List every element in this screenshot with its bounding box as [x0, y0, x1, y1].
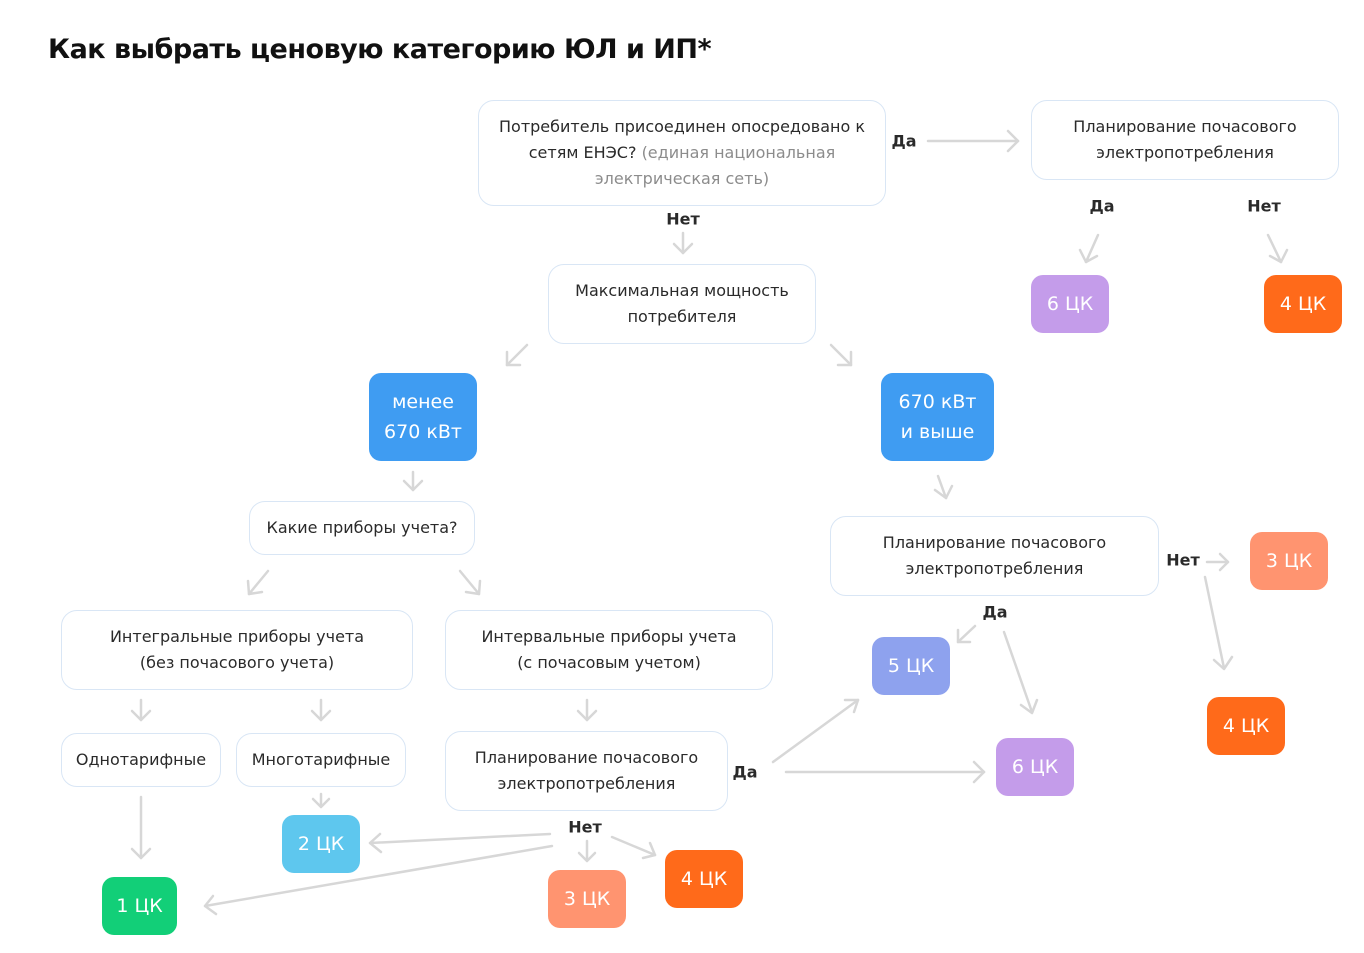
node-meters: Какие приборы учета?	[249, 501, 475, 555]
node-interval-text: Интервальные приборы учета (с почасовым …	[481, 627, 737, 672]
node-max-power: Максимальная мощность потребителя	[548, 264, 816, 344]
node-plan-top-text: Планирование почасового электропотреблен…	[1073, 117, 1297, 162]
result-6ck-text: 6 ЦК	[1011, 756, 1059, 778]
result-top-6ck: 6 ЦК	[1031, 275, 1109, 333]
arrow-no-2ck	[368, 832, 552, 845]
label-plan-right-yes: Да	[982, 602, 1008, 622]
page-title: Как выбрать ценовую категорию ЮЛ и ИП*	[48, 34, 712, 65]
result-3ck-text: 3 ЦК	[563, 888, 611, 910]
result-5ck: 5 ЦК	[872, 637, 950, 695]
result-right-4ck-text: 4 ЦК	[1222, 715, 1270, 737]
arrow-right-yes-5ck	[956, 624, 977, 644]
result-5ck-text: 5 ЦК	[887, 655, 935, 677]
node-interval: Интервальные приборы учета (с почасовым …	[445, 610, 773, 690]
node-integral-text: Интегральные приборы учета (без почасово…	[109, 627, 365, 672]
node-less-670-text: менее 670 кВт	[384, 391, 462, 443]
result-2ck: 2 ЦК	[282, 815, 360, 873]
node-enes-question: Потребитель присоединен опосредовано к с…	[478, 100, 886, 206]
result-4ck-text: 4 ЦК	[680, 868, 728, 890]
result-top-6ck-text: 6 ЦК	[1046, 293, 1094, 315]
node-meters-text: Какие приборы учета?	[266, 518, 458, 537]
label-enes-yes: Да	[891, 131, 917, 151]
label-plan-interval-no: Нет	[568, 817, 602, 837]
label-plan-top-yes: Да	[1089, 196, 1115, 216]
node-single-tariff: Однотарифные	[61, 733, 221, 787]
arrow-meters-interval	[458, 569, 481, 596]
arrow-power-less	[505, 343, 529, 367]
node-less-670: менее 670 кВт	[369, 373, 477, 461]
result-top-4ck: 4 ЦК	[1264, 275, 1342, 333]
node-plan-interval: Планирование почасового электропотреблен…	[445, 731, 728, 811]
node-multi-tariff: Многотарифные	[236, 733, 406, 787]
arrow-plan-top-no	[1266, 233, 1283, 264]
arrow-meters-integral	[247, 569, 270, 596]
label-plan-interval-yes: Да	[732, 762, 758, 782]
arrow-no-4ck	[610, 835, 657, 857]
result-4ck: 4 ЦК	[665, 850, 743, 908]
label-plan-right-no: Нет	[1166, 550, 1200, 570]
node-plan-right: Планирование почасового электропотреблен…	[830, 516, 1159, 596]
node-more-670: 670 кВт и выше	[881, 373, 994, 461]
arrow-plan-top-yes	[1084, 233, 1100, 264]
node-plan-right-text: Планирование почасового электропотреблен…	[882, 533, 1107, 578]
result-1ck-text: 1 ЦК	[116, 895, 163, 917]
result-1ck: 1 ЦК	[102, 877, 177, 935]
arrow-right-yes-6ck	[1002, 630, 1034, 714]
node-plan-top: Планирование почасового электропотреблен…	[1031, 100, 1339, 180]
label-plan-top-no: Нет	[1247, 196, 1281, 216]
arrow-more-plan	[936, 474, 948, 500]
result-3ck: 3 ЦК	[548, 870, 626, 928]
result-right-4ck: 4 ЦК	[1207, 697, 1285, 755]
result-top-4ck-text: 4 ЦК	[1279, 293, 1327, 315]
arrow-power-more	[829, 343, 853, 367]
result-right-3ck-text: 3 ЦК	[1265, 550, 1313, 572]
node-enes-question-note: (единая национальная электрическая сеть)	[594, 143, 836, 188]
node-more-670-text: 670 кВт и выше	[898, 391, 977, 443]
node-integral: Интегральные приборы учета (без почасово…	[61, 610, 413, 690]
arrow-yes-5ck	[771, 698, 860, 764]
node-plan-interval-text: Планирование почасового электропотреблен…	[474, 748, 699, 793]
node-enes-question-text: Потребитель присоединен опосредовано к с…	[499, 117, 865, 162]
result-2ck-text: 2 ЦК	[297, 833, 345, 855]
label-enes-no: Нет	[666, 209, 700, 229]
node-max-power-text: Максимальная мощность потребителя	[575, 281, 789, 326]
node-multi-tariff-text: Многотарифные	[251, 750, 391, 769]
arrow-no-1ck	[203, 844, 554, 908]
result-right-3ck: 3 ЦК	[1250, 532, 1328, 590]
arrow-right-no-4ck	[1203, 575, 1226, 670]
node-single-tariff-text: Однотарифные	[75, 750, 207, 769]
result-6ck: 6 ЦК	[996, 738, 1074, 796]
